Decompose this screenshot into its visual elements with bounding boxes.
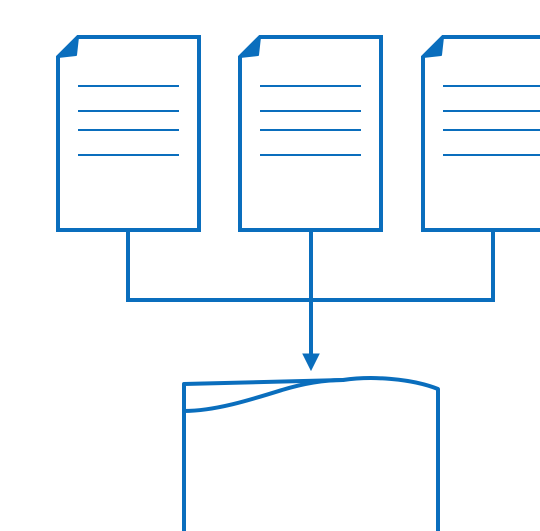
target-document-group	[182, 376, 440, 531]
document-icon	[238, 35, 383, 232]
folded-corner-icon	[239, 36, 261, 58]
source-documents-group	[56, 35, 540, 232]
source-document-3	[421, 35, 540, 232]
source-document-2	[238, 35, 383, 232]
source-document-1	[56, 35, 201, 232]
document-icon	[56, 35, 201, 232]
folded-corner-icon	[422, 36, 444, 58]
arrow-down-icon	[302, 353, 320, 372]
target-document	[182, 376, 440, 531]
folded-corner-icon	[57, 36, 79, 58]
merge-connector	[126, 230, 495, 372]
wavy-top-line	[182, 378, 345, 413]
wavy-top-document-icon	[182, 376, 440, 531]
document-icon	[421, 35, 540, 232]
